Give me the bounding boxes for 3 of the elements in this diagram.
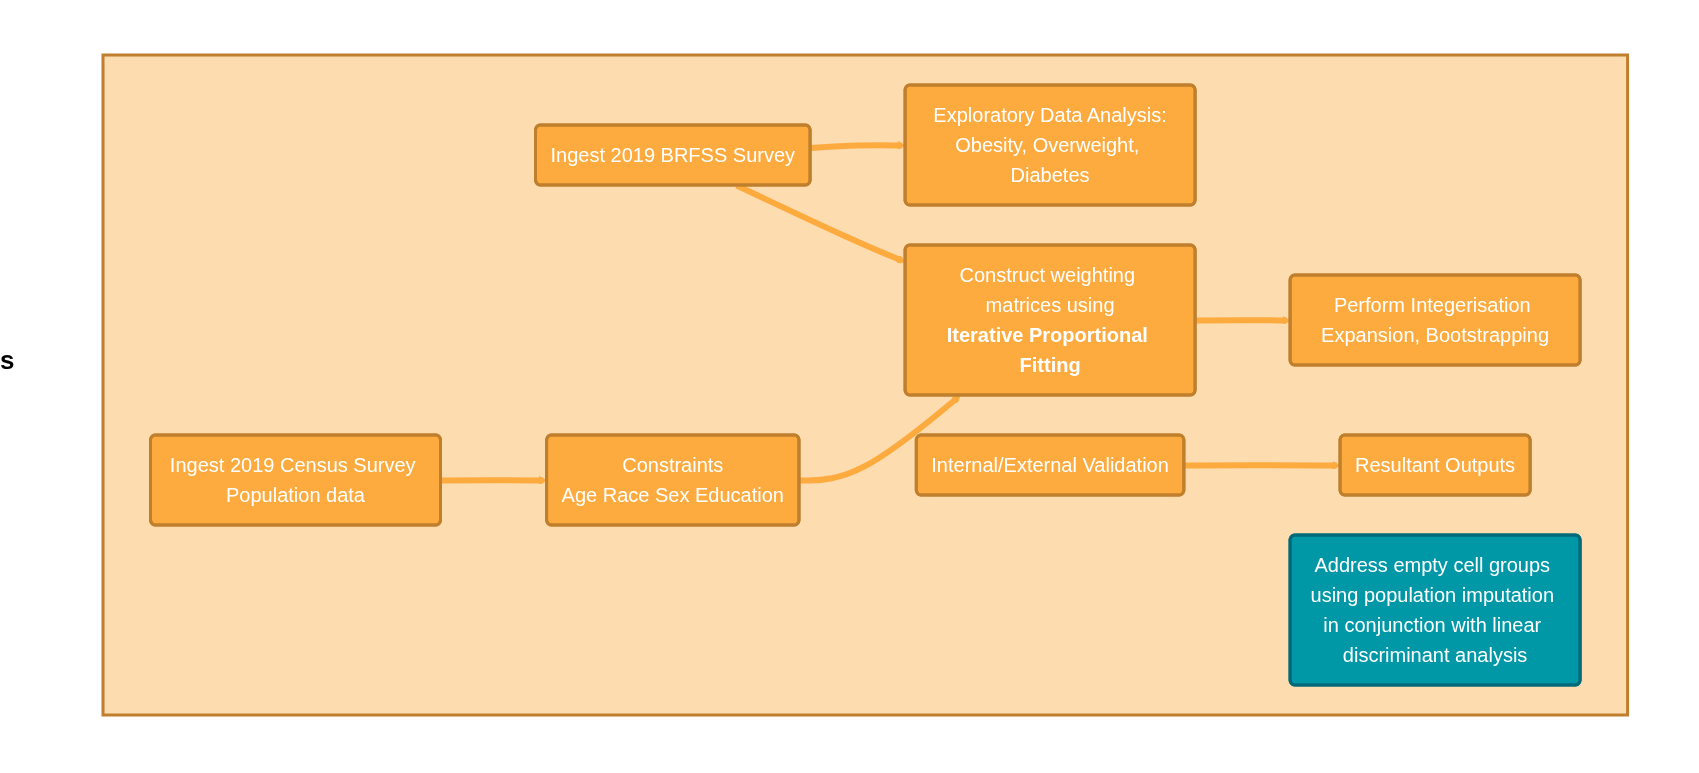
arrow bbox=[799, 395, 961, 484]
cluster bbox=[101, 53, 1629, 717]
text-fragment: s bbox=[0, 345, 14, 376]
